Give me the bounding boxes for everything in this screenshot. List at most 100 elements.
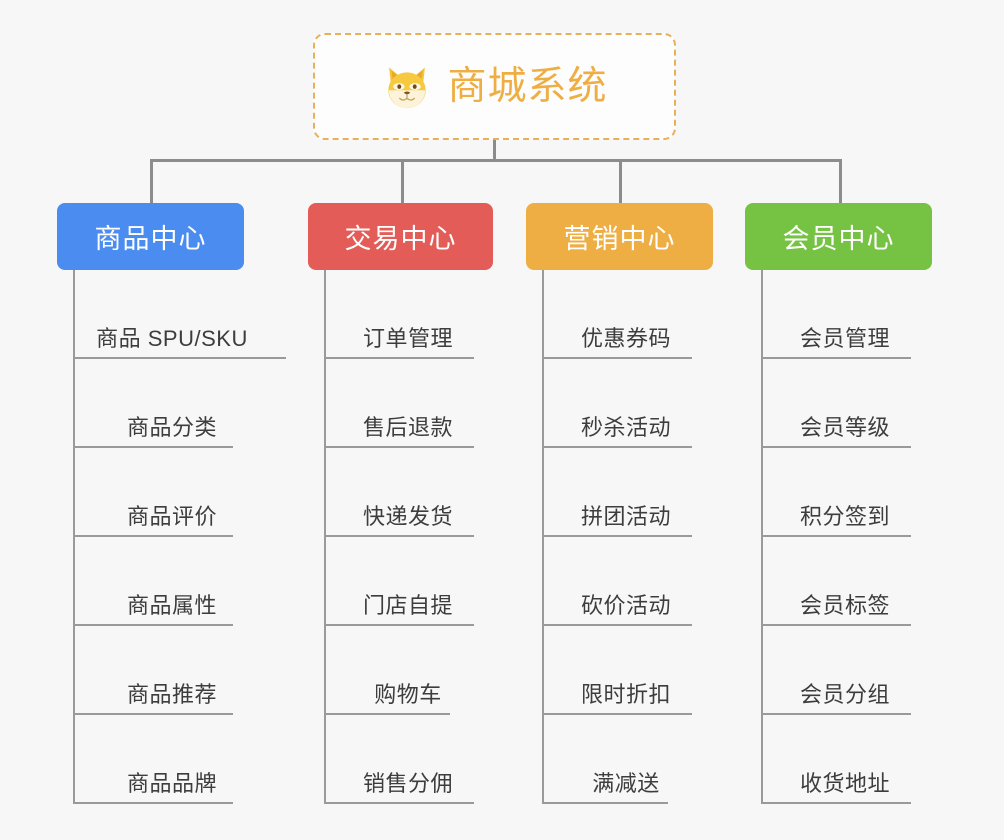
- branch-items-商品中心: 商品 SPU/SKU 商品分类 商品评价 商品属性 商品推荐 商品品牌: [57, 270, 287, 804]
- category-box-会员中心[interactable]: 会员中心: [745, 203, 932, 270]
- shiba-dog-icon: [388, 67, 427, 108]
- category-label: 商品中心: [94, 224, 207, 254]
- branch-spine: [761, 270, 763, 804]
- leaf-underline: [761, 802, 911, 804]
- leaf-label: 售后退款: [362, 415, 453, 440]
- leaf-item[interactable]: 商品 SPU/SKU: [57, 270, 287, 359]
- leaf-item[interactable]: 订单管理: [308, 270, 508, 359]
- leaf-underline: [324, 535, 474, 537]
- leaf-underline: [542, 357, 692, 359]
- leaf-label: 商品品牌: [126, 771, 217, 796]
- leaf-label: 商品 SPU/SKU: [96, 326, 248, 351]
- leaf-label: 限时折扣: [580, 682, 671, 707]
- branch-items-营销中心: 优惠券码 秒杀活动 拼团活动 砍价活动 限时折扣 满减送: [526, 270, 726, 804]
- leaf-item[interactable]: 会员分组: [745, 626, 945, 715]
- leaf-underline: [73, 535, 233, 537]
- leaf-label: 会员分组: [799, 682, 890, 707]
- leaf-label: 销售分佣: [362, 771, 453, 796]
- branch-spine: [542, 270, 544, 804]
- root-node-label: 商城系统: [447, 65, 608, 108]
- leaf-underline: [761, 535, 911, 537]
- leaf-underline: [324, 446, 474, 448]
- leaf-item[interactable]: 会员标签: [745, 537, 945, 626]
- root-node[interactable]: 商城系统: [313, 33, 676, 140]
- leaf-item[interactable]: 销售分佣: [308, 715, 508, 804]
- leaf-item[interactable]: 商品推荐: [57, 626, 287, 715]
- leaf-label: 积分签到: [799, 504, 890, 529]
- branch-column-交易中心: 交易中心 订单管理 售后退款 快递发货 门店自提 购物车: [308, 203, 508, 804]
- leaf-label: 商品评价: [126, 504, 217, 529]
- leaf-label: 砍价活动: [580, 593, 671, 618]
- leaf-label: 秒杀活动: [580, 415, 671, 440]
- leaf-item[interactable]: 收货地址: [745, 715, 945, 804]
- leaf-item[interactable]: 砍价活动: [526, 537, 726, 626]
- leaf-underline: [73, 624, 233, 626]
- leaf-item[interactable]: 会员等级: [745, 359, 945, 448]
- category-label: 会员中心: [782, 224, 895, 254]
- leaf-underline: [761, 357, 911, 359]
- leaf-label: 收货地址: [799, 771, 890, 796]
- leaf-item[interactable]: 优惠券码: [526, 270, 726, 359]
- leaf-item[interactable]: 商品分类: [57, 359, 287, 448]
- leaf-underline: [324, 713, 450, 715]
- connector-drop-营销中心: [619, 159, 622, 204]
- leaf-item[interactable]: 购物车: [308, 626, 508, 715]
- leaf-underline: [73, 446, 233, 448]
- leaf-item[interactable]: 商品属性: [57, 537, 287, 626]
- leaf-label: 会员等级: [799, 415, 890, 440]
- leaf-label: 商品分类: [126, 415, 217, 440]
- branch-items-会员中心: 会员管理 会员等级 积分签到 会员标签 会员分组 收货地址: [745, 270, 945, 804]
- connector-horizontal-bus: [150, 159, 842, 162]
- leaf-label: 会员标签: [799, 593, 890, 618]
- leaf-label: 商品属性: [126, 593, 217, 618]
- leaf-item[interactable]: 商品评价: [57, 448, 287, 537]
- leaf-label: 优惠券码: [580, 326, 671, 351]
- leaf-underline: [542, 713, 692, 715]
- leaf-item[interactable]: 秒杀活动: [526, 359, 726, 448]
- leaf-label: 门店自提: [362, 593, 453, 618]
- leaf-underline: [324, 357, 474, 359]
- branch-spine: [73, 270, 75, 804]
- category-box-营销中心[interactable]: 营销中心: [526, 203, 713, 270]
- connector-drop-会员中心: [839, 159, 842, 204]
- leaf-label: 满减送: [592, 771, 660, 796]
- leaf-underline: [542, 624, 692, 626]
- leaf-underline: [542, 446, 692, 448]
- category-label: 交易中心: [344, 224, 457, 254]
- leaf-item[interactable]: 限时折扣: [526, 626, 726, 715]
- branch-column-营销中心: 营销中心 优惠券码 秒杀活动 拼团活动 砍价活动 限时折扣: [526, 203, 726, 804]
- leaf-label: 快递发货: [362, 504, 453, 529]
- leaf-underline: [761, 624, 911, 626]
- leaf-item[interactable]: 售后退款: [308, 359, 508, 448]
- leaf-label: 拼团活动: [580, 504, 671, 529]
- leaf-underline: [761, 446, 911, 448]
- connector-drop-交易中心: [401, 159, 404, 204]
- category-label: 营销中心: [563, 224, 676, 254]
- leaf-underline: [542, 535, 692, 537]
- leaf-underline: [324, 624, 474, 626]
- leaf-item[interactable]: 门店自提: [308, 537, 508, 626]
- connector-root-stem: [493, 140, 496, 161]
- leaf-item[interactable]: 快递发货: [308, 448, 508, 537]
- leaf-underline: [324, 802, 474, 804]
- leaf-underline: [73, 802, 233, 804]
- category-box-交易中心[interactable]: 交易中心: [308, 203, 493, 270]
- leaf-item[interactable]: 商品品牌: [57, 715, 287, 804]
- leaf-label: 商品推荐: [126, 682, 217, 707]
- leaf-underline: [542, 802, 668, 804]
- branch-spine: [324, 270, 326, 804]
- leaf-underline: [73, 357, 286, 359]
- category-box-商品中心[interactable]: 商品中心: [57, 203, 244, 270]
- leaf-item[interactable]: 会员管理: [745, 270, 945, 359]
- leaf-item[interactable]: 积分签到: [745, 448, 945, 537]
- leaf-label: 会员管理: [799, 326, 890, 351]
- branch-column-会员中心: 会员中心 会员管理 会员等级 积分签到 会员标签 会员分组: [745, 203, 945, 804]
- leaf-item[interactable]: 满减送: [526, 715, 726, 804]
- leaf-label: 购物车: [374, 682, 442, 707]
- leaf-underline: [73, 713, 233, 715]
- branch-column-商品中心: 商品中心 商品 SPU/SKU 商品分类 商品评价 商品属性 商品推荐: [57, 203, 287, 804]
- leaf-underline: [761, 713, 911, 715]
- leaf-item[interactable]: 拼团活动: [526, 448, 726, 537]
- connector-drop-商品中心: [150, 159, 153, 204]
